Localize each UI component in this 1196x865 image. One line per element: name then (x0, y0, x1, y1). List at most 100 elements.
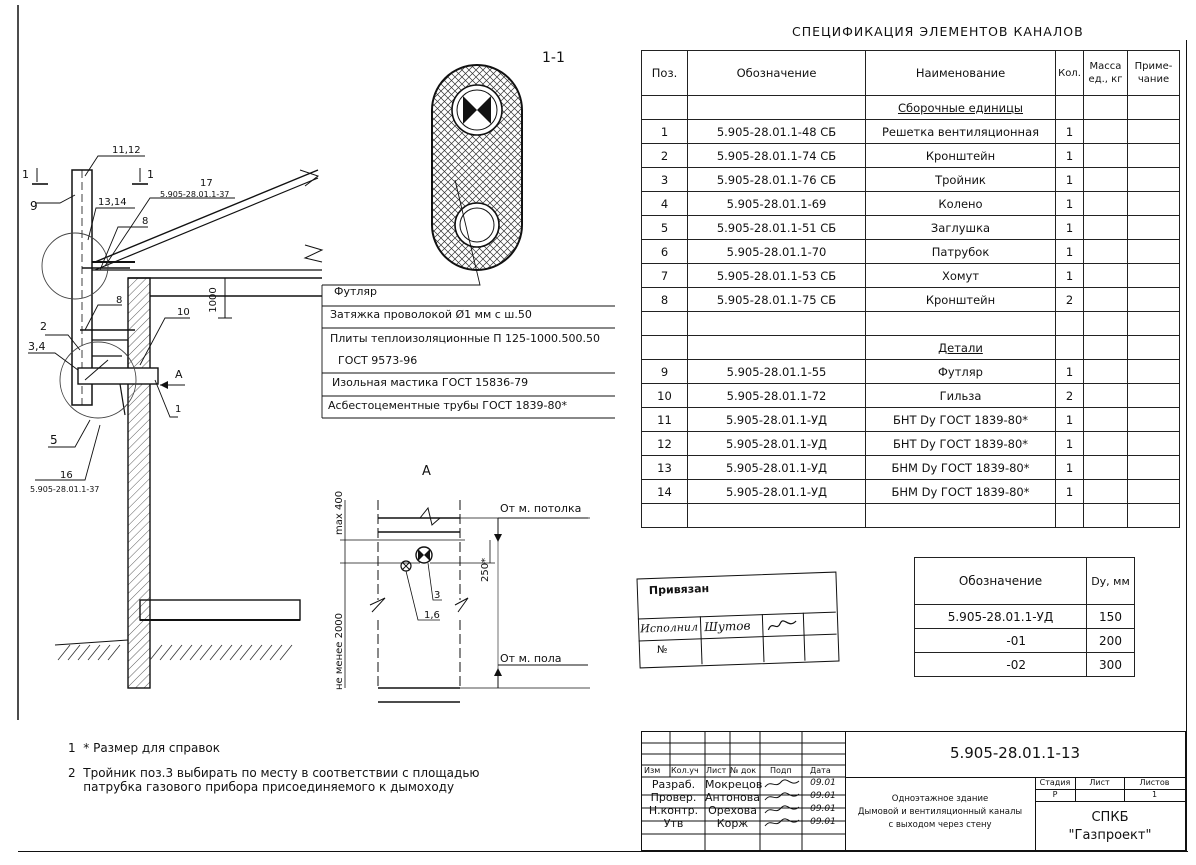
spec-qty: 1 (1055, 143, 1084, 168)
sheets-label: Листов (1139, 778, 1170, 787)
spec-qty: 1 (1055, 479, 1084, 504)
signatory-name: Орехова (708, 804, 757, 817)
spec-name: Футляр (865, 359, 1056, 384)
callout-1c: 1 (175, 404, 181, 415)
spec-pos: 8 (641, 287, 688, 312)
spec-section-row: Детали (641, 335, 1180, 360)
stage-value: Р (1052, 790, 1058, 799)
level-ceiling: От м. потолка (500, 502, 581, 515)
level-floor: От м. пола (500, 652, 562, 665)
desc-line-1: Одноэтажное здание (891, 794, 989, 804)
spec-qty: 2 (1055, 287, 1084, 312)
dy-header-dy: Dу, мм (1086, 557, 1135, 605)
desc-line-3: с выходом через стену (888, 820, 992, 830)
dy-row-code: 5.905-28.01.1-УД (914, 604, 1087, 629)
spec-code: 5.905-28.01.1-72 (687, 383, 866, 408)
signature-mark (764, 805, 800, 814)
signatory-name: Антонова (705, 791, 760, 804)
callout-2: 2 (40, 320, 47, 333)
spec-name: Гильза (865, 383, 1056, 408)
layer-5: Асбестоцементные трубы ГОСТ 1839-80* (328, 399, 567, 412)
spec-code: 5.905-28.01.1-48 СБ (687, 119, 866, 144)
spec-name: Тройник (865, 167, 1056, 192)
building-section-drawing: 1000 1 1 9 11,12 17 5.905-28.01.1-37 13,… (17, 5, 615, 720)
hdr-data: Дата (810, 766, 831, 775)
hdr-ndoc: № док (730, 766, 757, 775)
dy-row-value: 150 (1086, 604, 1135, 629)
spec-code: 5.905-28.01.1-76 СБ (687, 167, 866, 192)
spec-header-note: Приме- чание (1127, 50, 1180, 96)
spec-qty: 1 (1055, 239, 1084, 264)
dim-1000: 1000 (208, 287, 219, 312)
sheets-value: 1 (1151, 790, 1158, 799)
spec-qty: 2 (1055, 383, 1084, 408)
layer-3b: ГОСТ 9573-96 (338, 354, 417, 367)
signature-mark (764, 779, 800, 788)
layer-2: Затяжка проволокой Ø1 мм с ш.50 (330, 308, 532, 321)
spec-empty-row (641, 311, 1180, 336)
spec-section-details: Детали (865, 335, 1056, 360)
spec-name: БНМ Dу ГОСТ 1839-80* (865, 479, 1056, 504)
label-3-a: 3 (434, 590, 440, 601)
section-label: 1-1 (542, 50, 565, 66)
stamp-executor-name: Шутов (703, 618, 751, 635)
layer-3a: Плиты теплоизоляционные П 125-1000.500.5… (330, 332, 600, 345)
spec-name: БНТ Dу ГОСТ 1839-80* (865, 431, 1056, 456)
spec-name: Кронштейн (865, 287, 1056, 312)
title-block: Изм Кол.уч Лист № док Подп Дата Разраб.М… (641, 731, 1186, 851)
signature-mark (764, 818, 800, 827)
signatory-role: Провер. (650, 791, 697, 804)
spec-code: 5.905-28.01.1-55 (687, 359, 866, 384)
signatory-date: 09.01 (810, 778, 836, 788)
spec-qty: 1 (1055, 455, 1084, 480)
spec-name: Колено (865, 191, 1056, 216)
desc-line-2: Дымовой и вентиляционный каналы (857, 807, 1023, 817)
spec-pos: 1 (641, 119, 688, 144)
spec-code: 5.905-28.01.1-69 (687, 191, 866, 216)
callout-8a: 8 (142, 216, 148, 227)
spec-pos: 11 (641, 407, 688, 432)
callout-3-4: 3,4 (28, 340, 46, 353)
note-2-cont: патрубка газового прибора присоединяемог… (68, 780, 455, 794)
sheet-label: Лист (1089, 778, 1110, 787)
spec-title: СПЕЦИФИКАЦИЯ ЭЛЕМЕНТОВ КАНАЛОВ (792, 24, 1084, 39)
spec-pos: 3 (641, 167, 688, 192)
hdr-podp: Подп (770, 766, 792, 775)
spec-pos: 5 (641, 215, 688, 240)
spec-header-code: Обозначение (687, 50, 866, 96)
signatory-date: 09.01 (810, 804, 836, 814)
view-label: A (422, 464, 431, 479)
signatory-date: 09.01 (810, 817, 836, 827)
spec-qty: 1 (1055, 431, 1084, 456)
callout-17-ref: 5.905-28.01.1-37 (160, 190, 229, 199)
callout-16-ref: 5.905-28.01.1-37 (30, 485, 99, 494)
layer-1: Футляр (334, 285, 377, 298)
dy-header-code: Обозначение (914, 557, 1087, 605)
spec-qty: 1 (1055, 119, 1084, 144)
spec-empty-row (641, 503, 1180, 528)
spec-code: 5.905-28.01.1-75 СБ (687, 287, 866, 312)
org-name-2: "Газпроект" (1068, 828, 1152, 843)
callout-17: 17 (200, 178, 213, 189)
spec-pos: 9 (641, 359, 688, 384)
stamp-number-label: № (656, 644, 668, 656)
label-1-6: 1,6 (424, 610, 440, 621)
spec-qty: 1 (1055, 167, 1084, 192)
spec-code: 5.905-28.01.1-УД (687, 455, 866, 480)
stamp-signature (766, 617, 801, 638)
signatory-name: Мокрецов (705, 778, 763, 791)
callout-1a: 1 (22, 168, 29, 181)
note-1: 1 * Размер для справок (68, 741, 220, 755)
